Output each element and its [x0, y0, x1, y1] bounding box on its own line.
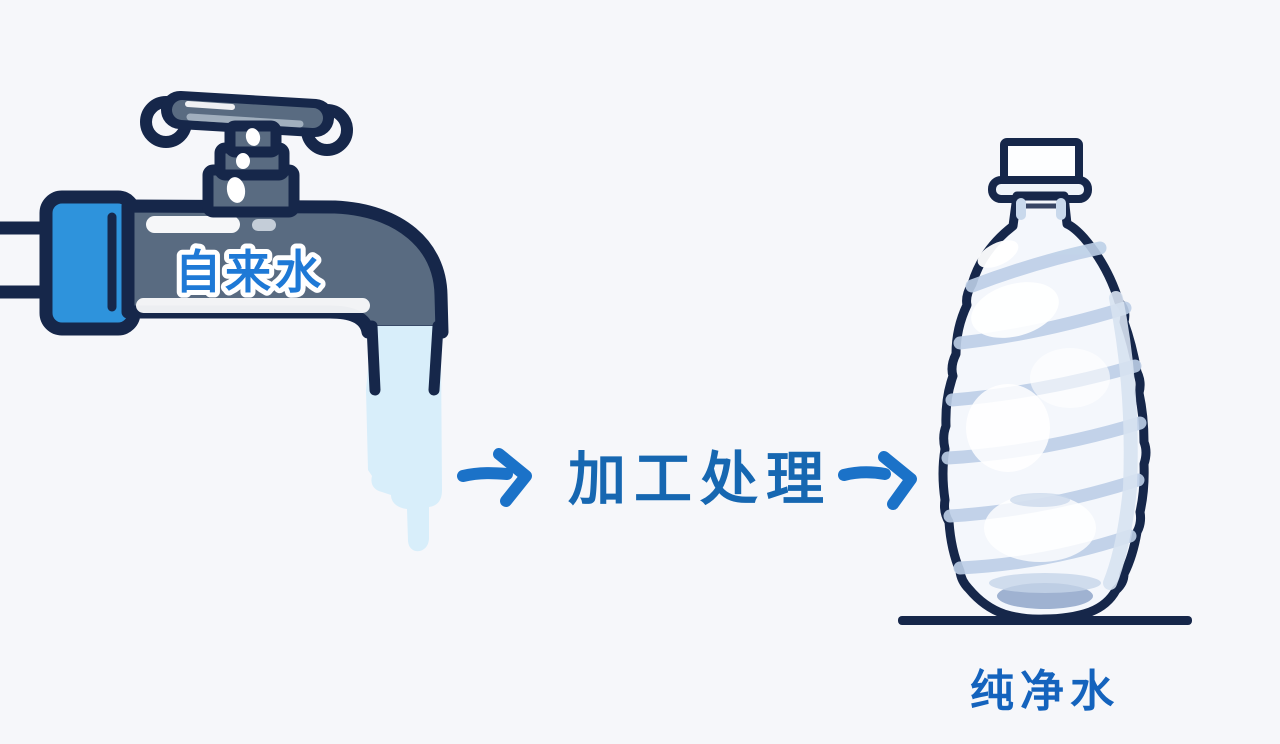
faucet-handle — [140, 91, 353, 156]
bottle-highlights — [966, 240, 1110, 562]
faucet-stem — [202, 120, 300, 218]
water-stream — [366, 320, 444, 552]
arrow-right-icon — [838, 451, 917, 510]
faucet-highlight — [146, 216, 240, 233]
ground-line — [898, 616, 1192, 625]
processing-label: 加工处理 — [567, 447, 832, 512]
faucet-illustration: 自来水 — [0, 91, 449, 552]
faucet-body — [121, 199, 449, 339]
arrow-right-icon — [457, 448, 532, 507]
faucet-highlight-small — [252, 219, 276, 231]
bottle-bottom-shadow — [989, 493, 1101, 609]
purified-water-label: 纯净水 — [970, 667, 1120, 716]
faucet-bottom-highlight — [136, 298, 370, 313]
bottle-illustration — [938, 138, 1151, 624]
faucet-collar — [39, 190, 141, 336]
tap-water-label: 自来水 — [175, 246, 325, 298]
bottle-cap — [988, 138, 1092, 203]
bottle-right-tint — [1103, 291, 1138, 590]
